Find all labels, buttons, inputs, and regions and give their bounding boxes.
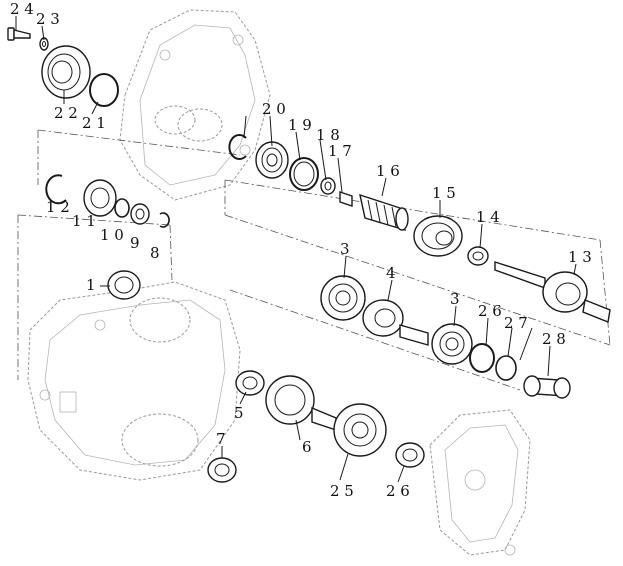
seal-1 — [107, 270, 141, 300]
callout-28: 2 8 — [542, 330, 566, 348]
side-cover-outline — [429, 409, 531, 556]
callout-26b: 2 6 — [386, 482, 410, 500]
spacer-17 — [339, 191, 353, 207]
bearing-20 — [255, 141, 289, 179]
callout-4: 4 — [386, 264, 396, 282]
circlip-12 — [45, 174, 67, 205]
upper-housing-outline — [119, 9, 271, 201]
leader-lines — [15, 16, 577, 483]
gear-25 — [333, 403, 387, 457]
callout-22: 2 2 — [54, 104, 78, 122]
o-ring-27 — [469, 343, 495, 373]
callout-6: 6 — [302, 438, 312, 456]
washer-26 — [495, 355, 517, 381]
bearing-5 — [235, 370, 265, 396]
circlip-21 — [89, 73, 119, 107]
gear-15 — [413, 215, 463, 257]
collar-10 — [130, 203, 150, 225]
oil-seal-22 — [41, 45, 91, 99]
snap-ring-11b — [114, 198, 130, 218]
washer-18 — [320, 177, 336, 195]
callout-labels: 2 4 2 3 2 2 2 1 2 0 1 9 1 8 1 7 1 6 1 5 … — [10, 0, 592, 500]
callout-17: 1 7 — [328, 142, 352, 160]
callout-3b: 3 — [450, 290, 460, 308]
bearing-11 — [83, 179, 117, 217]
seal-7 — [207, 457, 237, 483]
callout-21: 2 1 — [82, 114, 106, 132]
callout-14: 1 4 — [476, 208, 500, 226]
callout-27: 2 7 — [504, 314, 528, 332]
callout-5: 5 — [234, 404, 244, 422]
assembly-axis-lines — [17, 129, 611, 391]
gear-6 — [265, 375, 337, 431]
callout-1: 1 — [86, 276, 96, 294]
ring-19 — [289, 157, 319, 191]
callout-16: 1 6 — [376, 162, 400, 180]
callout-19: 1 9 — [288, 116, 312, 134]
clip-8 — [159, 212, 170, 228]
lower-housing-outline — [27, 281, 241, 481]
circlip-upper — [228, 134, 247, 160]
callout-7: 7 — [216, 430, 226, 448]
bolt-24 — [7, 27, 31, 41]
callout-12: 1 2 — [46, 198, 70, 216]
bearing-3b — [431, 323, 473, 365]
callout-9: 9 — [130, 234, 140, 252]
callout-10: 1 0 — [100, 226, 124, 244]
callout-23: 2 3 — [36, 10, 60, 28]
callout-26a: 2 6 — [478, 302, 502, 320]
callout-24: 2 4 — [10, 0, 34, 18]
splined-shaft-16 — [359, 193, 409, 232]
callout-13: 1 3 — [568, 248, 592, 266]
bearing-26 — [395, 442, 425, 468]
callout-3a: 3 — [340, 240, 350, 258]
callout-25: 2 5 — [330, 482, 354, 500]
bearing-14 — [467, 246, 489, 266]
callout-18: 1 8 — [316, 126, 340, 144]
gear-shaft-4 — [362, 299, 429, 346]
callout-20: 2 0 — [262, 100, 286, 118]
callout-15: 1 5 — [432, 184, 456, 202]
callout-8: 8 — [150, 244, 160, 262]
bearing-3a — [320, 275, 366, 321]
sleeve-28 — [523, 375, 571, 399]
callout-11: 1 1 — [72, 212, 96, 230]
drive-shaft-13 — [494, 261, 611, 323]
